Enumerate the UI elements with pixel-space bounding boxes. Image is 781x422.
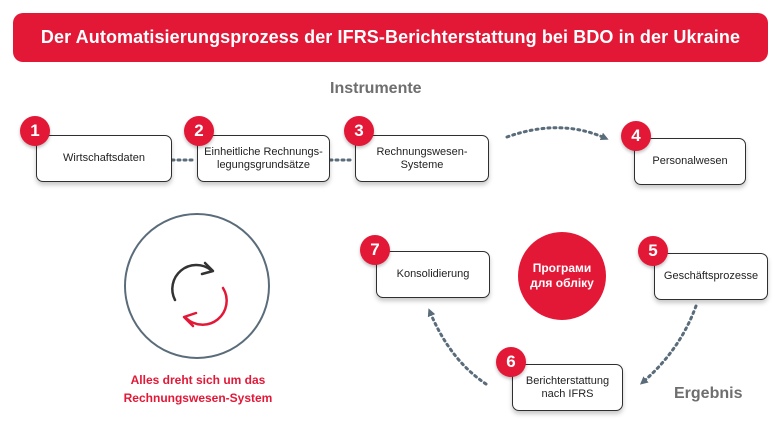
step-card-konsolidierung: Konsolidierung — [376, 251, 490, 298]
step-number-badge: 5 — [638, 236, 668, 266]
step-number-badge: 6 — [496, 347, 526, 377]
system-caption: Alles dreht sich um das Rechnungswesen-S… — [95, 371, 301, 407]
step-label: Einheitliche Rechnungs- legungsgrundsätz… — [204, 145, 323, 171]
diagram-title: Der Automatisierungsprozess der IFRS-Ber… — [40, 27, 741, 47]
step-card-rechnungswesen-systeme: Rechnungswesen- Systeme — [355, 135, 489, 182]
step-card-wirtschaftsdaten: Wirtschaftsdaten — [36, 135, 172, 182]
step-number-badge: 7 — [360, 235, 390, 265]
step-number-badge: 4 — [621, 121, 651, 151]
step-label: Geschäftsprozesse — [663, 270, 759, 282]
accounting-software-hub: Програми для обліку — [518, 232, 606, 320]
step-label: Konsolidierung — [396, 268, 470, 280]
step-label: Rechnungswesen- Systeme — [376, 145, 468, 171]
instrumente-label: Instrumente — [330, 80, 422, 97]
step-card-geschaeftsprozesse: Geschäftsprozesse — [654, 253, 768, 300]
step-label: Berichterstattung nach IFRS — [525, 374, 610, 400]
step-card-berichterstattung-ifrs: Berichterstattung nach IFRS — [512, 364, 623, 411]
caption-text: Alles dreht sich um das Rechnungswesen-S… — [123, 373, 273, 405]
system-circle — [124, 213, 270, 359]
step-label: Wirtschaftsdaten — [63, 152, 145, 164]
title-banner: Der Automatisierungsprozess der IFRS-Ber… — [13, 13, 768, 62]
hub-label: Програми для обліку — [530, 261, 594, 290]
step-number-badge: 3 — [344, 116, 374, 146]
step-card-rechnungslegungsgrundsaetze: Einheitliche Rechnungs- legungsgrundsätz… — [197, 135, 330, 182]
ergebnis-label: Ergebnis — [674, 385, 743, 402]
arrow-5-6 — [639, 304, 698, 385]
step-number-badge: 2 — [184, 116, 214, 146]
step-number-badge: 1 — [20, 116, 50, 146]
arrow-6-7 — [427, 308, 488, 386]
arrow-3-4 — [505, 126, 609, 141]
step-card-personalwesen: Personalwesen — [634, 138, 746, 185]
step-label: Personalwesen — [652, 155, 728, 167]
